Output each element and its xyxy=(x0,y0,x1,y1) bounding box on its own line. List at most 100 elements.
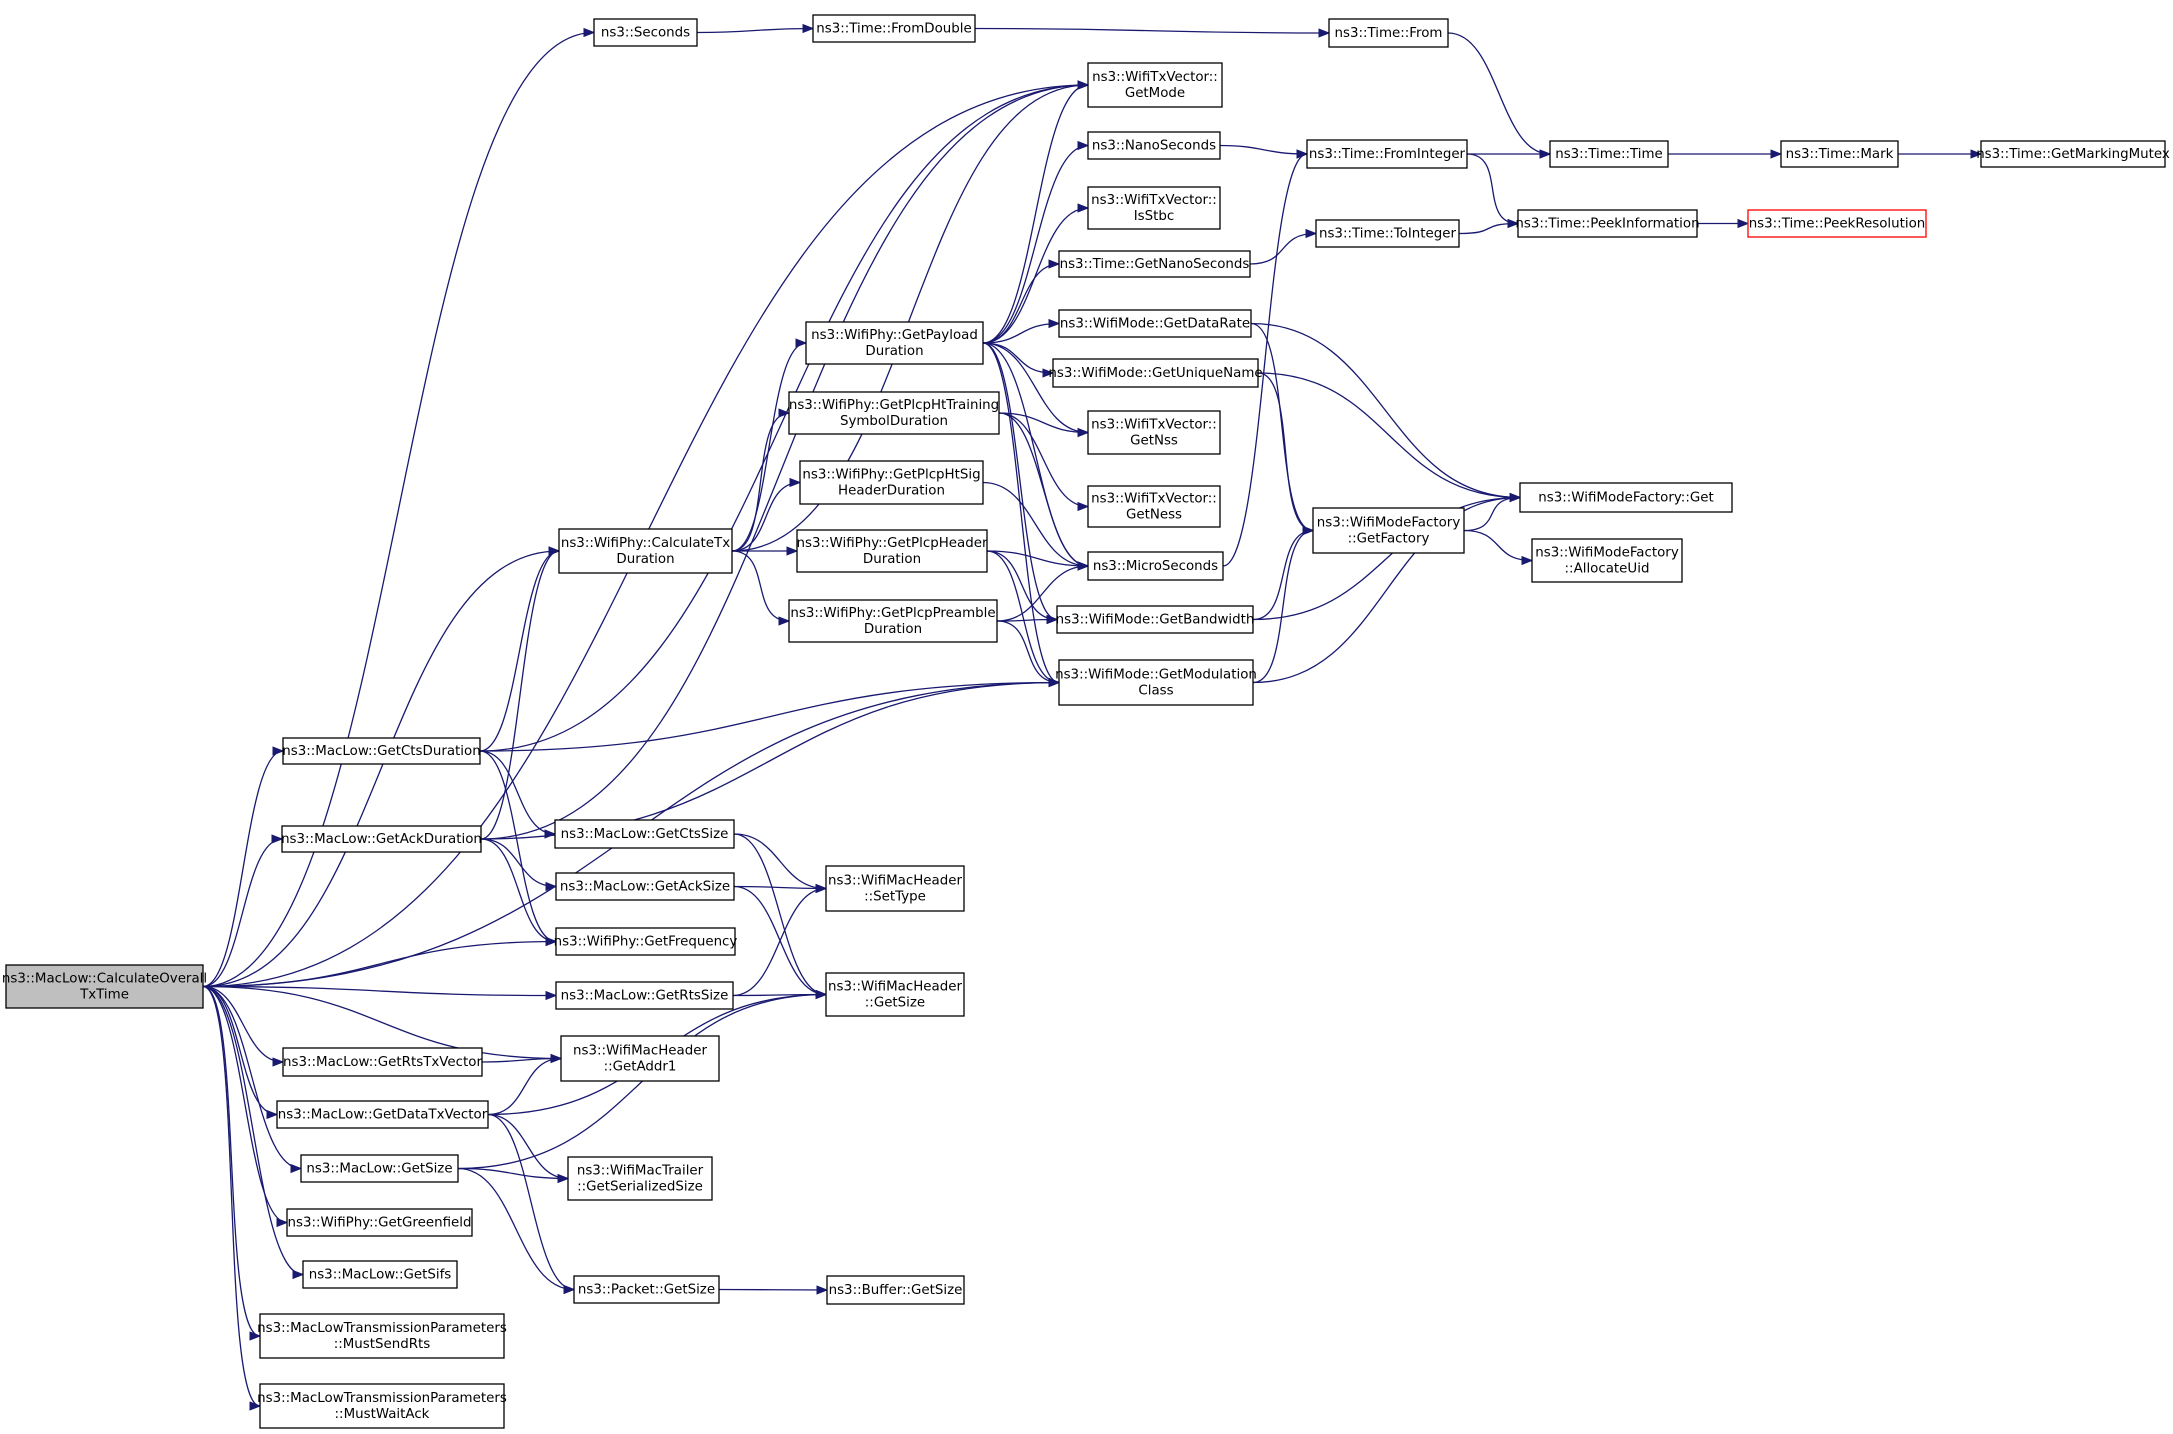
function-node-datarate[interactable]: ns3::WifiMode::GetDataRate xyxy=(1058,309,1252,338)
node-label: ns3::Time::Mark xyxy=(1786,147,1894,162)
call-edge-root-to-sendrts xyxy=(202,985,262,1341)
function-node-markmutex[interactable]: ns3::Time::GetMarkingMutex xyxy=(1976,140,2170,168)
function-node-trailer[interactable]: ns3::WifiMacTrailer::GetSerializedSize xyxy=(567,1156,713,1201)
node-box xyxy=(1058,250,1251,278)
node-box xyxy=(259,1383,505,1429)
function-node-getmode[interactable]: ns3::WifiTxVector::GetMode xyxy=(1087,62,1223,108)
call-edge-payload-to-modclass xyxy=(982,342,1061,688)
node-label: HeaderDuration xyxy=(838,484,945,499)
call-edge-calctx-to-payload xyxy=(731,338,808,552)
call-edge-root-to-seconds xyxy=(202,27,596,988)
function-node-settype[interactable]: ns3::WifiMacHeader::SetType xyxy=(825,865,965,912)
function-nodes: ns3::MacLow::CalculateOverallTxTimens3::… xyxy=(2,14,2170,1429)
node-label: ns3::Time::FromInteger xyxy=(1309,147,1466,162)
function-node-micro[interactable]: ns3::MicroSeconds xyxy=(1087,551,1224,581)
node-box xyxy=(1052,358,1259,388)
function-node-acksize[interactable]: ns3::MacLow::GetAckSize xyxy=(555,872,735,901)
node-box xyxy=(286,1208,473,1237)
function-node-peekres[interactable]: ns3::Time::PeekResolution xyxy=(1747,209,1927,238)
node-box xyxy=(558,528,733,574)
node-label: ns3::Time::From xyxy=(1335,26,1443,41)
call-edge-calctx-to-getmode xyxy=(731,80,1090,552)
function-node-mark[interactable]: ns3::Time::Mark xyxy=(1780,140,1899,168)
function-node-timetime[interactable]: ns3::Time::Time xyxy=(1549,140,1669,168)
node-label: ns3::Time::PeekResolution xyxy=(1749,217,1926,232)
function-node-sifs[interactable]: ns3::MacLow::GetSifs xyxy=(302,1260,458,1289)
function-node-factory[interactable]: ns3::WifiModeFactory::GetFactory xyxy=(1312,507,1465,554)
function-node-seconds[interactable]: ns3::Seconds xyxy=(593,18,698,47)
node-label: Duration xyxy=(864,622,922,637)
node-box xyxy=(1747,209,1927,238)
node-box xyxy=(1531,538,1683,583)
node-box xyxy=(1780,140,1899,168)
node-label: ns3::WifiPhy::GetPlcpHtSig xyxy=(802,468,980,483)
node-box xyxy=(5,964,204,1009)
call-edge-factory-to-factoryget xyxy=(1463,492,1522,532)
node-label: ns3::MacLow::GetCtsDuration xyxy=(282,744,480,759)
node-box xyxy=(788,599,998,643)
function-node-getnano[interactable]: ns3::Time::GetNanoSeconds xyxy=(1058,250,1251,278)
function-node-uniquename[interactable]: ns3::WifiMode::GetUniqueName xyxy=(1048,358,1263,388)
function-node-rtstx[interactable]: ns3::MacLow::GetRtsTxVector xyxy=(282,1047,483,1077)
call-edge-fromint-to-peekinfo xyxy=(1466,153,1520,229)
call-edge-uniquename-to-factory xyxy=(1257,372,1315,536)
function-node-mlsize[interactable]: ns3::MacLow::GetSize xyxy=(300,1154,459,1183)
function-node-factoryget[interactable]: ns3::WifiModeFactory::Get xyxy=(1519,482,1733,513)
function-node-datatx[interactable]: ns3::MacLow::GetDataTxVector xyxy=(276,1100,489,1129)
function-node-from[interactable]: ns3::Time::From xyxy=(1328,18,1449,48)
function-node-getness[interactable]: ns3::WifiTxVector::GetNess xyxy=(1087,485,1221,528)
call-edge-mlsize-to-trailer xyxy=(457,1167,570,1184)
call-edge-ctssize-to-hdrsize xyxy=(733,833,828,1000)
call-edge-modclass-to-factory xyxy=(1252,525,1315,684)
function-node-toint[interactable]: ns3::Time::ToInteger xyxy=(1315,219,1460,248)
call-edge-payload-to-bandwidth xyxy=(982,342,1059,625)
function-node-sendrts[interactable]: ns3::MacLowTransmissionParameters::MustS… xyxy=(257,1313,507,1359)
call-edge-preamble-to-modclass xyxy=(996,620,1061,688)
call-edge-ackdur-to-calctx xyxy=(480,546,561,840)
function-node-addr1[interactable]: ns3::WifiMacHeader::GetAddr1 xyxy=(560,1035,720,1082)
node-label: ns3::MacLow::CalculateOverall xyxy=(2,972,207,987)
function-node-waitack[interactable]: ns3::MacLowTransmissionParameters::MustW… xyxy=(257,1383,507,1429)
function-node-rtssize[interactable]: ns3::MacLow::GetRtsSize xyxy=(555,981,734,1010)
node-box xyxy=(1087,62,1223,108)
call-edge-root-to-addr1 xyxy=(202,985,563,1064)
node-label: ns3::WifiMacHeader xyxy=(828,980,962,995)
function-node-isstbc[interactable]: ns3::WifiTxVector::IsStbc xyxy=(1087,186,1221,230)
function-node-ctssize[interactable]: ns3::MacLow::GetCtsSize xyxy=(554,819,735,849)
node-label: ::GetAddr1 xyxy=(604,1060,677,1075)
node-label: ::GetSerializedSize xyxy=(577,1180,703,1195)
function-node-bandwidth[interactable]: ns3::WifiMode::GetBandwidth xyxy=(1056,605,1255,634)
function-node-hdrsize[interactable]: ns3::WifiMacHeader::GetSize xyxy=(825,972,965,1017)
function-node-fromint[interactable]: ns3::Time::FromInteger xyxy=(1306,139,1468,169)
node-label: ns3::MicroSeconds xyxy=(1093,559,1218,574)
function-node-ackdur[interactable]: ns3::MacLow::GetAckDuration xyxy=(281,825,482,853)
node-box xyxy=(825,865,965,912)
function-node-peekinfo[interactable]: ns3::Time::PeekInformation xyxy=(1515,209,1700,238)
node-label: GetNss xyxy=(1130,434,1178,449)
node-label: TxTime xyxy=(79,988,129,1003)
function-node-ctsdur[interactable]: ns3::MacLow::GetCtsDuration xyxy=(282,737,481,765)
function-node-bufsize[interactable]: ns3::Buffer::GetSize xyxy=(826,1275,965,1305)
node-box xyxy=(1519,482,1733,513)
function-node-greenfield[interactable]: ns3::WifiPhy::GetGreenfield xyxy=(286,1208,473,1237)
function-node-allocuid[interactable]: ns3::WifiModeFactory::AllocateUid xyxy=(1531,538,1683,583)
function-node-freq[interactable]: ns3::WifiPhy::GetFrequency xyxy=(554,927,738,956)
node-label: ns3::NanoSeconds xyxy=(1092,139,1216,154)
node-label: ns3::WifiModeFactory xyxy=(1317,516,1461,531)
node-label: ns3::WifiModeFactory::Get xyxy=(1538,491,1713,506)
function-node-pktsize[interactable]: ns3::Packet::GetSize xyxy=(573,1275,720,1304)
function-node-fromdouble[interactable]: ns3::Time::FromDouble xyxy=(812,14,976,43)
function-node-httrain[interactable]: ns3::WifiPhy::GetPlcpHtTrainingSymbolDur… xyxy=(788,391,1000,435)
function-node-getnss[interactable]: ns3::WifiTxVector::GetNss xyxy=(1087,410,1221,455)
function-node-nanoseconds[interactable]: ns3::NanoSeconds xyxy=(1087,131,1221,160)
call-edge-from-to-timetime xyxy=(1447,32,1552,159)
call-edge-root-to-rtssize xyxy=(202,985,558,1001)
node-box xyxy=(796,529,988,573)
